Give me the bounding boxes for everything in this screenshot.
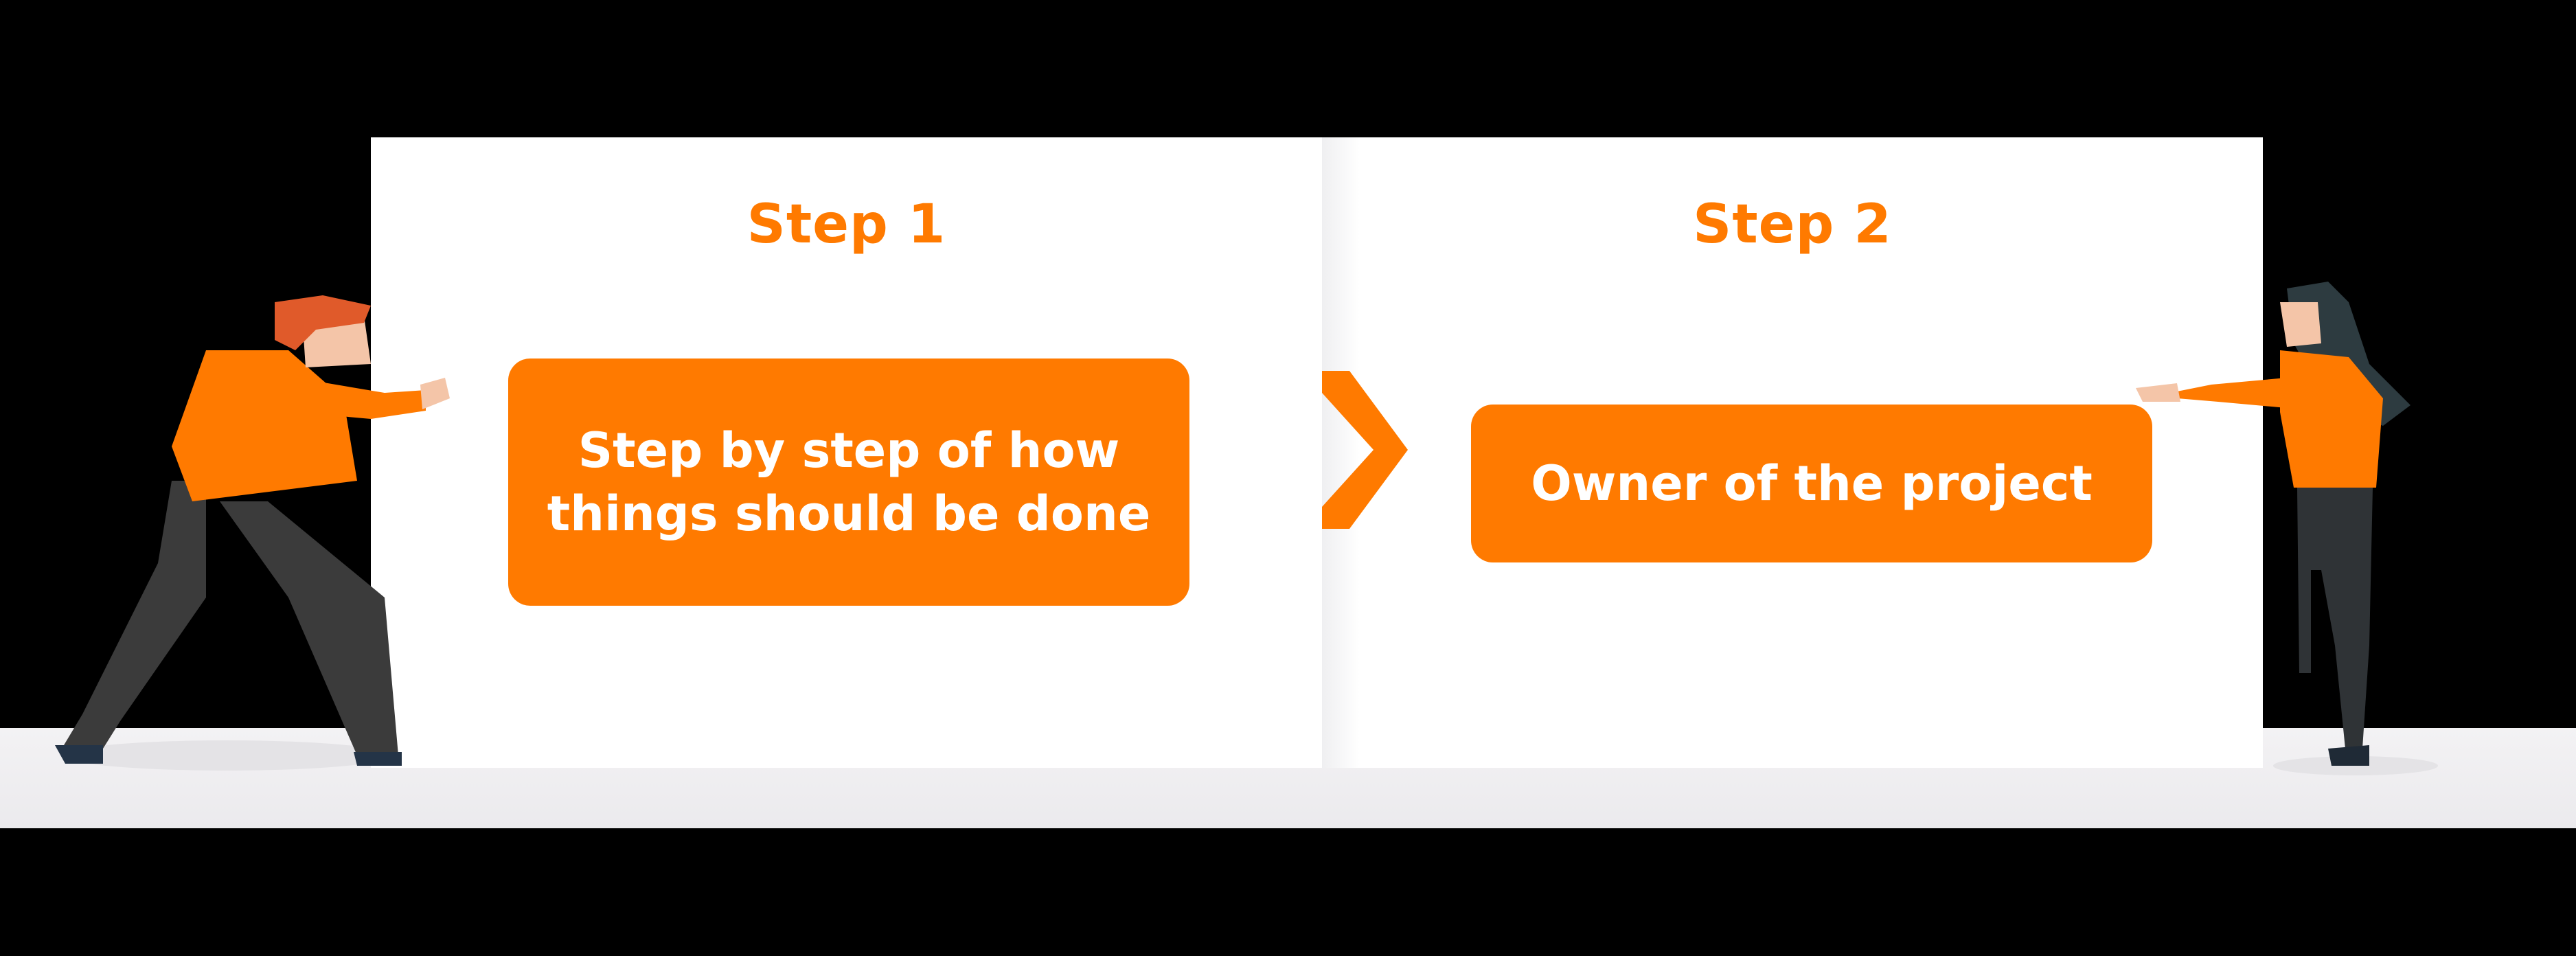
step-1-box: Step by step of how things should be don… (508, 358, 1189, 606)
step-2-text: Owner of the project (1531, 455, 2093, 512)
person-pushing-icon (55, 295, 450, 771)
step-1-text: Step by step of how things should be don… (547, 422, 1151, 542)
step-2-panel: Step 2 Owner of the project (1322, 137, 2263, 768)
step-2-title: Step 2 (1693, 194, 1892, 255)
step-1-title: Step 1 (746, 194, 946, 255)
person-reaching-icon (2136, 282, 2438, 775)
chevron-right-icon (1322, 371, 1408, 529)
step-2-box: Owner of the project (1471, 405, 2152, 562)
step-1-panel: Step 1 Step by step of how things should… (371, 137, 1322, 768)
